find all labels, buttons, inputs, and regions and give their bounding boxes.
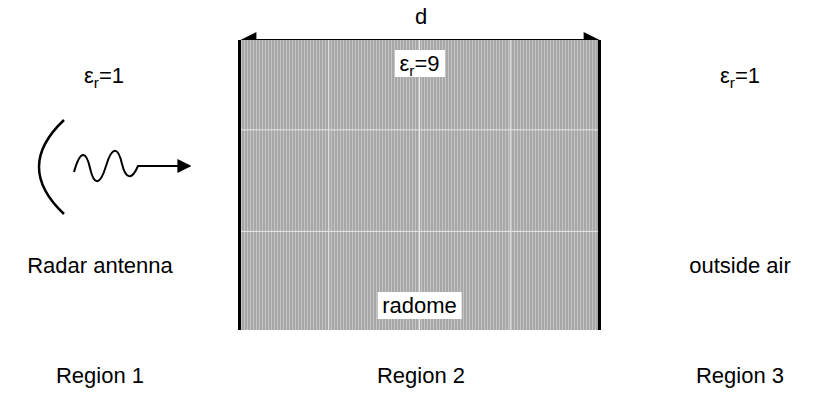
permittivity-label: εr=9: [394, 50, 444, 77]
region-name: Region 1: [56, 363, 144, 388]
permittivity-label: εr=1: [84, 63, 124, 88]
radar-wave: [74, 151, 190, 182]
antenna-dish: [39, 120, 64, 214]
region-description: outside air: [689, 253, 791, 278]
slab-hatch: [238, 40, 601, 330]
region-name: Region 3: [696, 363, 784, 388]
part-name: radome: [377, 292, 462, 319]
radome-slab: εr=9 radome: [238, 40, 601, 330]
permittivity-label: εr=1: [720, 63, 760, 88]
region-description: Radar antenna: [27, 253, 173, 278]
dimension-label: d: [415, 4, 427, 29]
region-name: Region 2: [377, 363, 465, 388]
